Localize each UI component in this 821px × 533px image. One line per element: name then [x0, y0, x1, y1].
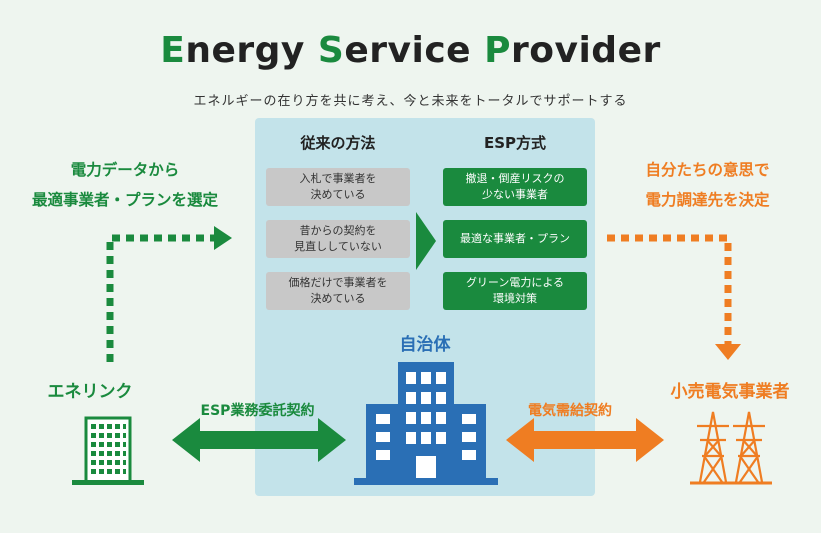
- title-rest-e: nergy: [185, 30, 318, 71]
- blue-office-building-icon: [354, 362, 498, 485]
- node-label-enelink: エネリンク: [47, 382, 133, 402]
- traditional-item: 価格だけで事業者を 決めている: [266, 272, 410, 310]
- left-note: 電力データから 最適事業者・プランを選定: [0, 155, 250, 215]
- link-label-supply-contract: 電気需給契約: [528, 403, 612, 419]
- left-note-line2: 最適事業者・プランを選定: [31, 191, 218, 209]
- esp-contract-double-arrow: [172, 418, 346, 462]
- title-initial-p: P: [484, 30, 512, 71]
- esp-item: グリーン電力による 環境対策: [443, 272, 587, 310]
- esp-item: 撤退・倒産リスクの 少ない事業者: [443, 168, 587, 206]
- right-note-line1: 自分たちの意思で: [645, 161, 770, 179]
- title-rest-p: rovider: [511, 30, 661, 71]
- traditional-heading: 従来の方法: [300, 134, 376, 152]
- node-label-retailer: 小売電気事業者: [670, 382, 790, 402]
- right-dotted-arrow: [607, 234, 741, 360]
- esp-heading: ESP方式: [483, 134, 547, 152]
- chevron-right-icon: [416, 212, 436, 270]
- node-label-municipality: 自治体: [399, 335, 451, 355]
- page-subtitle: エネルギーの在り方を共に考え、今と未来をトータルでサポートする: [193, 94, 628, 109]
- traditional-item: 昔からの契約を 見直ししていない: [266, 220, 410, 258]
- esp-item: 最適な事業者・プラン: [443, 220, 587, 258]
- title-rest-s: ervice: [344, 30, 485, 71]
- right-note-line2: 電力調達先を決定: [645, 191, 770, 209]
- green-office-building-icon: [72, 416, 144, 485]
- title-initial-s: S: [317, 30, 345, 71]
- page-title: Energy Service Provider: [0, 30, 821, 71]
- title-initial-e: E: [160, 30, 186, 71]
- left-dotted-arrow: [106, 226, 232, 362]
- supply-contract-double-arrow: [506, 418, 664, 462]
- transmission-tower-icon: [690, 411, 772, 485]
- left-note-line1: 電力データから: [70, 161, 180, 179]
- right-note: 自分たちの意思で 電力調達先を決定: [600, 155, 815, 215]
- traditional-item: 入札で事業者を 決めている: [266, 168, 410, 206]
- link-label-esp-contract: ESP業務委託契約: [200, 403, 315, 419]
